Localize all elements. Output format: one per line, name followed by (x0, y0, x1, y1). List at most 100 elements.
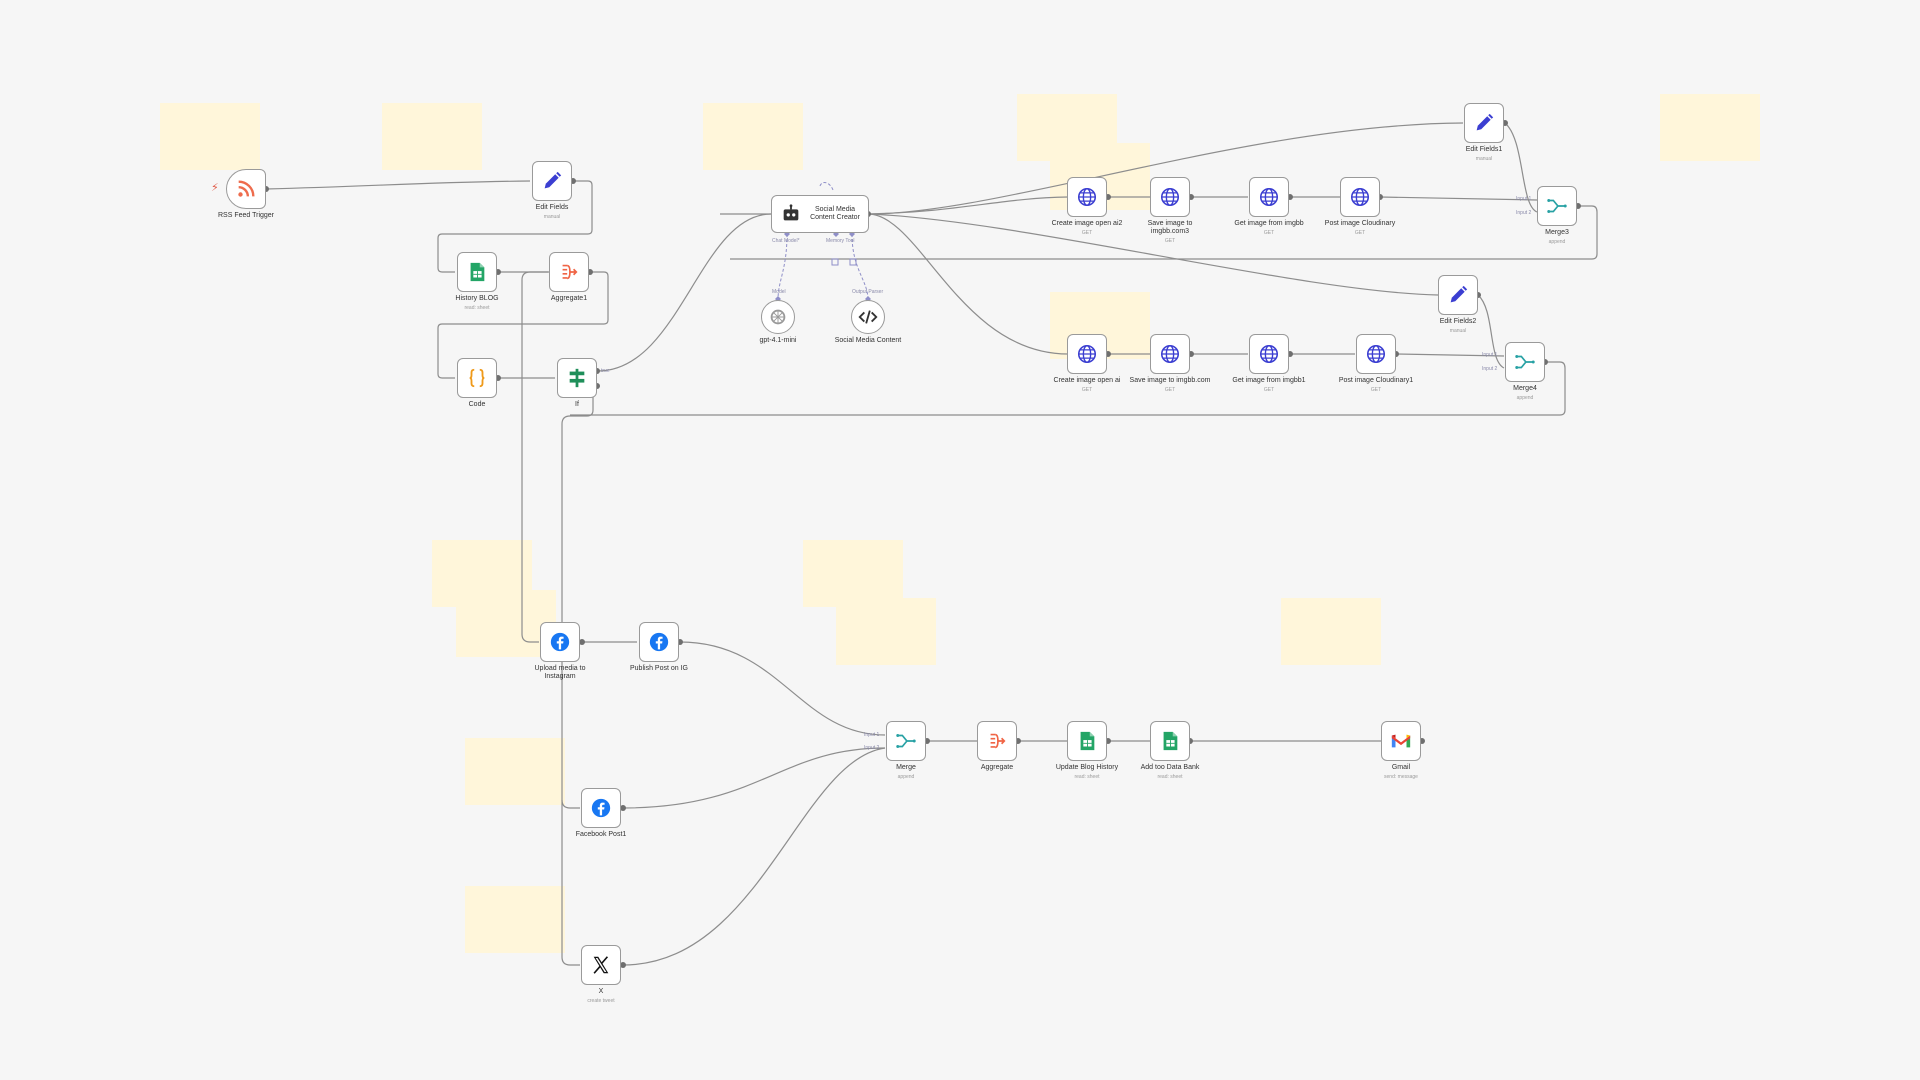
node-x[interactable] (581, 945, 621, 985)
node-label: Edit Fields1 (1465, 146, 1503, 153)
node-upload-media-instagram[interactable] (540, 622, 580, 662)
node-facebook-post1[interactable] (581, 788, 621, 828)
connection (1477, 294, 1505, 369)
code-icon (858, 310, 878, 324)
node-label: History BLOG (455, 295, 499, 302)
node-label: Social Media Content Creator (810, 206, 860, 221)
node-sublabel: GET (1263, 387, 1275, 393)
node-history-blog[interactable] (457, 252, 497, 292)
node-sublabel: GET (1081, 387, 1093, 393)
braces-icon (469, 368, 485, 388)
sticky-note[interactable] (1281, 598, 1381, 665)
node-sublabel: manual (1449, 328, 1467, 334)
node-if[interactable] (557, 358, 597, 398)
node-gmail[interactable] (1381, 721, 1421, 761)
connection (867, 122, 1464, 215)
sticky-note[interactable] (382, 103, 482, 170)
sticky-note[interactable] (465, 886, 565, 953)
node-label: Post image Cloudinary1 (1338, 377, 1414, 384)
node-aggregate[interactable] (977, 721, 1017, 761)
node-label: Post image Cloudinary (1324, 220, 1396, 227)
connection (570, 361, 1566, 416)
node-label: X (598, 988, 604, 995)
port-label-output-parser: Output Parser (852, 289, 884, 295)
node-label: Upload media to Instagram (534, 665, 586, 680)
node-sublabel: GET (1164, 387, 1176, 393)
node-label: Update Blog History (1055, 764, 1119, 771)
node-label: Create image open ai (1053, 377, 1121, 384)
node-create-image-open-ai2[interactable] (1067, 177, 1107, 217)
node-save-image-imgbb3[interactable] (1150, 177, 1190, 217)
gmail-icon (1391, 734, 1411, 748)
node-merge3[interactable] (1537, 186, 1577, 226)
port-label-memory-tool: Memory Tool (826, 238, 855, 244)
node-merge4[interactable] (1505, 342, 1545, 382)
node-update-blog-history[interactable] (1067, 721, 1107, 761)
node-save-image-imgbb[interactable] (1150, 334, 1190, 374)
node-rss-feed-trigger[interactable] (226, 169, 266, 209)
node-get-image-imgbb1[interactable] (1249, 334, 1289, 374)
node-merge[interactable] (886, 721, 926, 761)
node-edit-fields[interactable] (532, 161, 572, 201)
node-sublabel: read: sheet (1074, 774, 1100, 780)
sticky-note[interactable] (1660, 94, 1760, 161)
node-label: Edit Fields (535, 204, 569, 211)
aggregate-icon (990, 733, 1006, 749)
node-code[interactable] (457, 358, 497, 398)
connection (730, 205, 1598, 260)
node-label: Add too Data Bank (1140, 764, 1200, 771)
port-label-model: Model (772, 289, 786, 295)
port-label-input2: Input 2 (1482, 366, 1498, 372)
trigger-bolt-icon: ⚡ (211, 182, 219, 194)
node-sublabel: read: sheet (1157, 774, 1183, 780)
connection (867, 213, 1069, 355)
node-social-media-content-creator[interactable]: Social Media Content Creator (771, 195, 869, 233)
node-publish-post-ig[interactable] (639, 622, 679, 662)
connection (622, 747, 886, 966)
node-social-media-content[interactable] (851, 300, 885, 334)
sticky-note[interactable] (803, 540, 903, 607)
google-sheets-icon (470, 262, 485, 282)
port-label-input2: Input 2 (1516, 210, 1532, 216)
google-sheets-icon (1080, 731, 1095, 751)
x-icon (593, 956, 609, 974)
node-label: Get image from imgbb (1234, 220, 1304, 227)
sticky-note[interactable] (456, 590, 556, 657)
node-edit-fields2[interactable] (1438, 275, 1478, 315)
node-create-image-open-ai[interactable] (1067, 334, 1107, 374)
node-label: Social Media Content (834, 337, 902, 344)
node-post-image-cloudinary[interactable] (1340, 177, 1380, 217)
sticky-note[interactable] (836, 598, 936, 665)
globe-icon (1350, 187, 1370, 207)
node-edit-fields1[interactable] (1464, 103, 1504, 143)
node-gpt-4-1-mini[interactable] (761, 300, 795, 334)
node-label: Gmail (1391, 764, 1411, 771)
node-sublabel: GET (1164, 238, 1176, 244)
facebook-icon (649, 632, 669, 652)
node-get-image-imgbb[interactable] (1249, 177, 1289, 217)
node-sublabel: GET (1354, 230, 1366, 236)
ai-connection (819, 182, 834, 191)
sticky-note[interactable] (703, 103, 803, 170)
node-aggregate1[interactable] (549, 252, 589, 292)
connection (437, 271, 609, 379)
node-label: Get image from imgbb1 (1232, 377, 1306, 384)
sticky-note[interactable] (465, 738, 565, 805)
node-label: gpt-4.1-mini (759, 337, 797, 344)
node-sublabel: GET (1370, 387, 1382, 393)
connection (867, 196, 1069, 215)
connection (521, 271, 552, 643)
globe-icon (1077, 187, 1097, 207)
node-sublabel: append (897, 774, 915, 780)
connection (622, 747, 886, 809)
node-sublabel: manual (543, 214, 561, 220)
node-label: Aggregate (980, 764, 1014, 771)
node-label: Publish Post on IG (630, 665, 688, 672)
connection (437, 180, 593, 273)
node-add-data-bank[interactable] (1150, 721, 1190, 761)
sticky-note[interactable] (160, 103, 260, 170)
facebook-icon (550, 632, 570, 652)
node-post-image-cloudinary1[interactable] (1356, 334, 1396, 374)
connection (867, 213, 1439, 296)
